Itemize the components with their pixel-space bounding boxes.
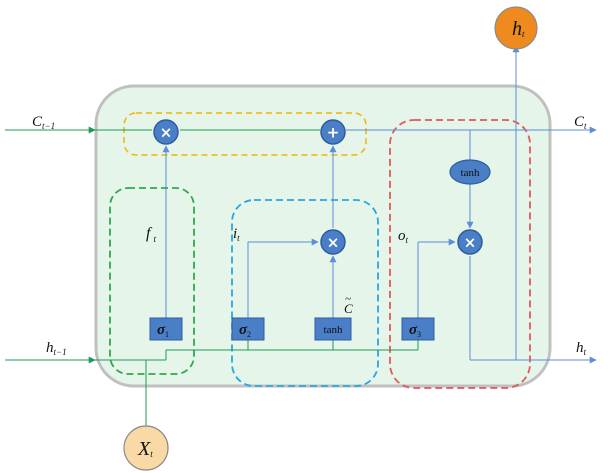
tanh-gate-block: tanh (314, 317, 352, 341)
sigma1-subscript: 1 (165, 330, 169, 339)
sigma1-symbol: σ (157, 322, 166, 338)
forget-gate-region (109, 187, 195, 375)
x-input-letter: X (137, 438, 151, 460)
sigma2-subscript: 2 (247, 330, 251, 339)
c-next-letter: C (574, 114, 585, 130)
sigma3-symbol: σ (409, 322, 418, 338)
svg-text:σ2: σ2 (239, 322, 251, 339)
h-prev-letter: h (46, 340, 54, 356)
tanh-output-label: tanh (461, 167, 480, 179)
tanh-gate-label: tanh (324, 324, 343, 336)
f-subscript: t (153, 234, 156, 244)
c-next-subscript: t (584, 121, 587, 131)
h-output-letter: h (512, 18, 522, 40)
sigma2-symbol: σ (239, 322, 248, 338)
h-next-letter: h (576, 340, 584, 356)
o-letter: o (398, 228, 406, 244)
h-prev-label: ht−1 (46, 340, 67, 357)
c-prev-subscript: t−1 (42, 121, 55, 131)
h-output-node: ht (494, 6, 538, 50)
input-multiply-op: × (320, 229, 346, 255)
c-tilde-letter: C (344, 301, 353, 316)
cell-state-region (123, 112, 367, 156)
c-tilde-mark: ~ (345, 293, 351, 305)
i-subscript: t (237, 233, 240, 243)
o-subscript: t (406, 235, 409, 245)
x-input-subscript: t (150, 449, 153, 459)
tanh-output-node: tanh (449, 159, 491, 185)
i-letter: i (233, 226, 237, 242)
sigma2-block: σ2 (231, 317, 265, 341)
c-prev-letter: C (32, 114, 43, 130)
forget-multiply-op: × (153, 119, 179, 145)
connections (5, 45, 597, 426)
output-gate-region (389, 119, 531, 389)
add-symbol: + (327, 124, 340, 142)
svg-text:Xt: Xt (137, 438, 153, 460)
input-gate-region (231, 199, 379, 387)
multiply-symbol: × (327, 234, 340, 252)
x-input-node: Xt (123, 425, 169, 471)
c-prev-label: Ct−1 (32, 114, 55, 131)
cell-add-op: + (320, 119, 346, 145)
svg-text:σ1: σ1 (157, 322, 169, 339)
sigma3-subscript: 3 (417, 330, 421, 339)
h-prev-subscript: t−1 (54, 347, 67, 357)
multiply-symbol: × (464, 234, 477, 252)
multiply-symbol: × (160, 124, 173, 142)
h-next-label: ht (576, 340, 587, 357)
svg-text:σ3: σ3 (409, 322, 421, 339)
output-multiply-op: × (457, 229, 483, 255)
sigma1-block: σ1 (149, 317, 183, 341)
svg-text:ht: ht (512, 18, 525, 40)
c-next-label: Ct (574, 114, 587, 131)
o-label: ot (398, 228, 409, 245)
h-output-subscript: t (522, 29, 525, 39)
h-next-subscript: t (584, 347, 587, 357)
f-letter: f (146, 225, 153, 242)
sigma3-block: σ3 (401, 317, 435, 341)
i-label: it (233, 226, 240, 243)
